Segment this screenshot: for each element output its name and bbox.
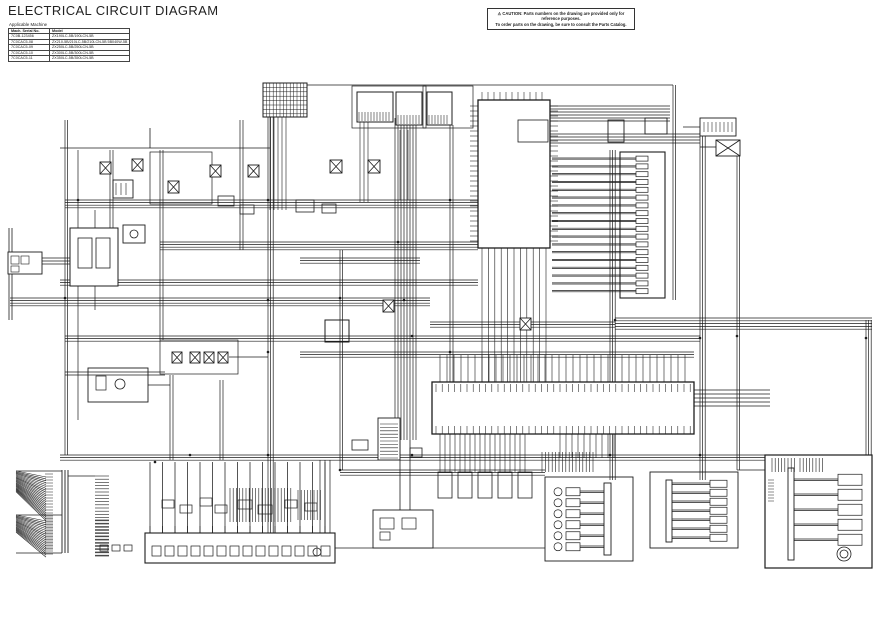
harness-fans <box>15 470 47 558</box>
wire-bundles <box>10 85 872 535</box>
relay-symbols <box>99 139 741 364</box>
caution-box: ⚠ CAUTION: Parts numbers on the drawing … <box>487 8 635 30</box>
junction-dots <box>63 198 868 472</box>
fuse-grid-block <box>262 82 308 118</box>
caution-text-2: To order parts on the drawing, be sure t… <box>495 21 627 27</box>
component-blocks <box>7 85 873 569</box>
caution-line-1: ⚠ CAUTION: Parts numbers on the drawing … <box>490 11 632 22</box>
table-cell: ZX300LC-5B/300LCN-5B <box>48 49 131 57</box>
connector-ladders <box>552 155 863 552</box>
table-cell: ZX190LC-5B/190LCN-5B <box>48 33 131 40</box>
table-cell: ZX210-5B/210LC-5B/210LCN-5B 5B040W-5B <box>48 38 131 46</box>
page-title: ELECTRICAL CIRCUIT DIAGRAM <box>8 3 219 18</box>
table-cell: 7C0CAC5-11 <box>8 55 50 62</box>
warning-icon-label: ⚠ CAUTION: <box>497 10 523 16</box>
table-caption: Applicable Machine <box>9 22 48 27</box>
pin-combs <box>45 92 823 557</box>
applicable-machine-table: Applicable Machine Mach. Serial No.Model… <box>8 22 131 62</box>
caution-text-1: Parts numbers on the drawing are provide… <box>523 10 625 22</box>
page-header: ELECTRICAL CIRCUIT DIAGRAM <box>8 3 218 18</box>
round-components <box>114 229 852 562</box>
table-cell: ZX250LC-5B/250LCN-5B <box>48 44 131 51</box>
table-cell: ZX350LC-5B/350LCN-5B <box>48 55 131 62</box>
